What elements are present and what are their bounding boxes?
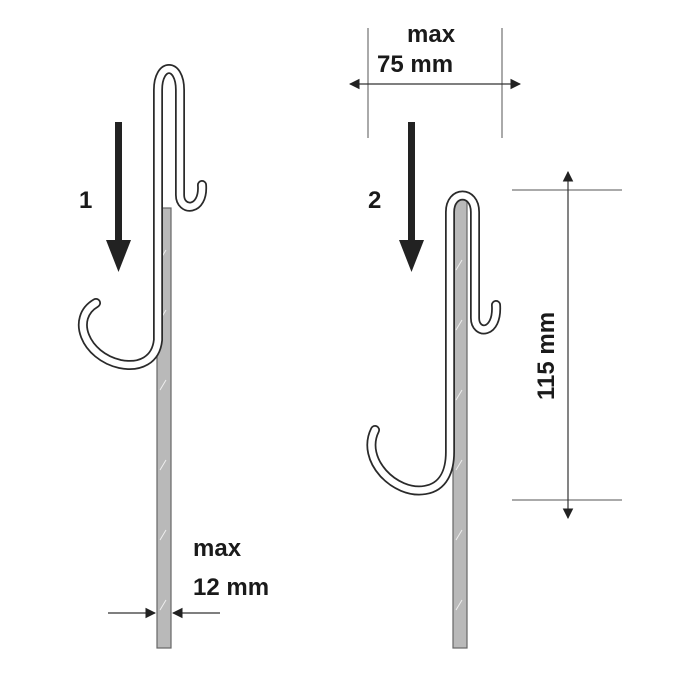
hook-left bbox=[77, 64, 208, 370]
width-value-label: 75 mm bbox=[377, 51, 453, 78]
hook-right bbox=[366, 190, 502, 496]
step-2-group: 2 max 75 mm 115 mm bbox=[348, 21, 622, 649]
insert-arrow-right bbox=[399, 122, 424, 272]
width-max-label: max bbox=[407, 21, 456, 48]
step-1-group: 1 max 12 mm bbox=[77, 64, 269, 649]
insert-arrow-left bbox=[106, 122, 131, 272]
panel-right bbox=[452, 199, 468, 649]
thickness-dimension: max 12 mm bbox=[108, 535, 269, 619]
width-dimension: max 75 mm bbox=[348, 21, 522, 138]
height-dimension: 115 mm bbox=[512, 170, 622, 520]
step-1-label: 1 bbox=[79, 187, 92, 214]
step-2-label: 2 bbox=[368, 187, 381, 214]
height-value-label: 115 mm bbox=[533, 312, 560, 400]
thickness-value-label: 12 mm bbox=[193, 574, 269, 601]
thickness-max-label: max bbox=[193, 535, 242, 562]
